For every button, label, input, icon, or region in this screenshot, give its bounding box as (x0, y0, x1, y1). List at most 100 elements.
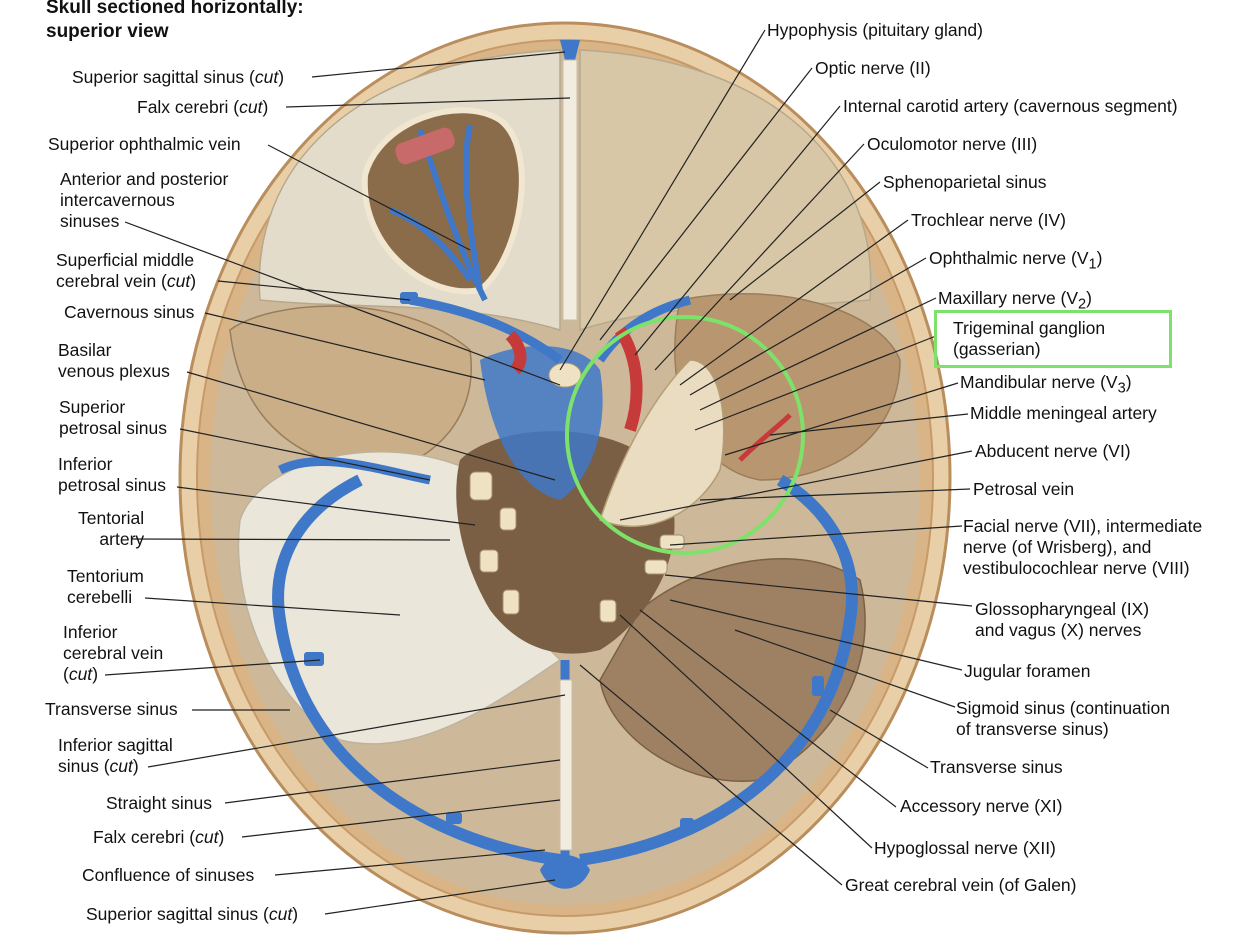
label-intercavernous-sinuses: Anterior and posterior intercavernous si… (60, 169, 228, 232)
cranial-nerve-stubs (469, 471, 685, 623)
label-optic-nerve: Optic nerve (II) (815, 58, 931, 79)
label-straight-sinus: Straight sinus (106, 793, 212, 814)
middle-fossa-left (229, 305, 472, 471)
label-text: cerebral vein ( (56, 271, 167, 291)
label-tail: ) (278, 67, 285, 87)
label-text: Jugular foramen (964, 661, 1091, 681)
label-tail: ) (262, 97, 269, 117)
label-line: Glossopharyngeal (IX) (975, 599, 1150, 619)
label-superior-petrosal-sinus: Superior petrosal sinus (59, 397, 167, 439)
label-text: Hypophysis (pituitary gland) (767, 20, 983, 40)
falx-top (562, 59, 578, 321)
label-line: (gasserian) (953, 339, 1041, 359)
label-superior-sagittal-sinus-top: Superior sagittal sinus (cut) (72, 67, 284, 88)
label-superior-ophthalmic-vein: Superior ophthalmic vein (48, 134, 241, 155)
label-text: Abducent nerve (VI) (975, 441, 1131, 461)
label-maxillary-nerve: Maxillary nerve (V2) (938, 288, 1092, 316)
label-trochlear-nerve: Trochlear nerve (IV) (911, 210, 1066, 231)
label-subscript: 1 (1088, 256, 1097, 273)
cut-veins (304, 292, 824, 830)
label-tail: ) (132, 756, 139, 776)
label-tail: ) (292, 904, 299, 924)
label-tail: ) (1096, 248, 1103, 268)
leader-lines-left (104, 51, 571, 915)
label-trigeminal-ganglion: Trigeminal ganglion (gasserian) (953, 318, 1105, 360)
label-text: Accessory nerve (XI) (900, 796, 1063, 816)
label-tail: ) (1086, 288, 1092, 308)
label-text: sinus ( (58, 756, 110, 776)
label-inferior-petrosal-sinus: Inferior petrosal sinus (58, 454, 166, 496)
label-superior-sagittal-sinus-bottom: Superior sagittal sinus (cut) (86, 904, 298, 925)
label-glossopharyngeal-vagus: Glossopharyngeal (IX) and vagus (X) nerv… (975, 599, 1149, 641)
label-text: Cavernous sinus (64, 302, 195, 322)
label-line: Inferior (63, 622, 118, 642)
label-line: Tentorial (78, 508, 145, 528)
label-line: Inferior (58, 454, 113, 474)
label-text: Petrosal vein (973, 479, 1075, 499)
label-line: Superficial middle (56, 250, 195, 270)
label-ophthalmic-nerve: Ophthalmic nerve (V1) (929, 248, 1102, 276)
label-abducent-nerve: Abducent nerve (VI) (975, 441, 1131, 462)
label-line: petrosal sinus (59, 418, 167, 438)
label-line: cerebral vein (63, 643, 164, 663)
label-line: Inferior sagittal (58, 735, 173, 755)
label-transverse-sinus-right: Transverse sinus (930, 757, 1063, 778)
label-line: petrosal sinus (58, 475, 166, 495)
label-line: venous plexus (58, 361, 170, 381)
transverse-sinus-left-path (272, 474, 561, 866)
label-text: Maxillary nerve (V (938, 288, 1079, 308)
trigeminal-nerve-bundle (599, 359, 725, 528)
label-petrosal-vein: Petrosal vein (973, 479, 1074, 500)
label-italic: cut (195, 827, 219, 847)
label-text: Falx cerebri ( (93, 827, 196, 847)
label-text: Hypoglossal nerve (XII) (874, 838, 1056, 858)
orbit-muscle (395, 127, 455, 165)
trigeminal-highlight-circle (565, 315, 805, 555)
label-text: Internal carotid artery (cavernous segme… (843, 96, 1178, 116)
label-line: vestibulocochlear nerve (VIII) (963, 558, 1190, 578)
label-subscript: 3 (1117, 380, 1126, 397)
label-text: Sphenoparietal sinus (883, 172, 1047, 192)
middle-meningeal-artery (738, 413, 792, 462)
label-text: Superior ophthalmic vein (48, 134, 241, 154)
label-line: Basilar (58, 340, 112, 360)
label-line: Tentorium (67, 566, 144, 586)
title-line-1: Skull sectioned horizontally: (46, 0, 304, 18)
label-line: cerebelli (67, 587, 133, 607)
label-italic: cut (268, 904, 293, 924)
label-tail: ) (190, 271, 197, 291)
label-line: Facial nerve (VII), intermediate (963, 516, 1203, 536)
label-italic: cut (239, 97, 263, 117)
label-line: nerve (of Wrisberg), and (963, 537, 1152, 557)
label-basilar-venous-plexus: Basilar venous plexus (58, 340, 170, 382)
label-cavernous-sinus: Cavernous sinus (64, 302, 194, 323)
tentorium-left (237, 451, 562, 745)
label-text: Middle meningeal artery (970, 403, 1157, 423)
label-confluence-of-sinuses: Confluence of sinuses (82, 865, 254, 886)
anterior-fossa-right (579, 49, 872, 332)
label-inferior-sagittal-sinus: Inferior sagittal sinus (cut) (58, 735, 173, 777)
label-falx-cerebri-bottom: Falx cerebri (cut) (93, 827, 224, 848)
label-text: Straight sinus (106, 793, 213, 813)
label-text: Transverse sinus (45, 699, 178, 719)
hypophysis-shape (548, 362, 582, 388)
label-line: of transverse sinus) (956, 719, 1109, 739)
label-great-cerebral-vein: Great cerebral vein (of Galen) (845, 875, 1077, 896)
label-text: Superior sagittal sinus ( (86, 904, 269, 924)
label-text: Oculomotor nerve (III) (867, 134, 1038, 154)
label-text: Ophthalmic nerve (V (929, 248, 1089, 268)
label-falx-cerebri-top: Falx cerebri (cut) (137, 97, 268, 118)
label-line: Superior (59, 397, 126, 417)
title-line-2: superior view (46, 21, 169, 42)
label-text: Trochlear nerve (IV) (911, 210, 1066, 230)
label-text: Confluence of sinuses (82, 865, 255, 885)
label-sigmoid-sinus: Sigmoid sinus (continuation of transvers… (956, 698, 1170, 740)
label-hypophysis: Hypophysis (pituitary gland) (767, 20, 983, 41)
label-line: Trigeminal ganglion (953, 318, 1106, 338)
label-text: Superior sagittal sinus ( (72, 67, 255, 87)
internal-carotid-left (505, 330, 527, 375)
label-internal-carotid-artery: Internal carotid artery (cavernous segme… (843, 96, 1178, 117)
label-line: intercavernous (60, 190, 175, 210)
label-jugular-foramen: Jugular foramen (964, 661, 1090, 682)
